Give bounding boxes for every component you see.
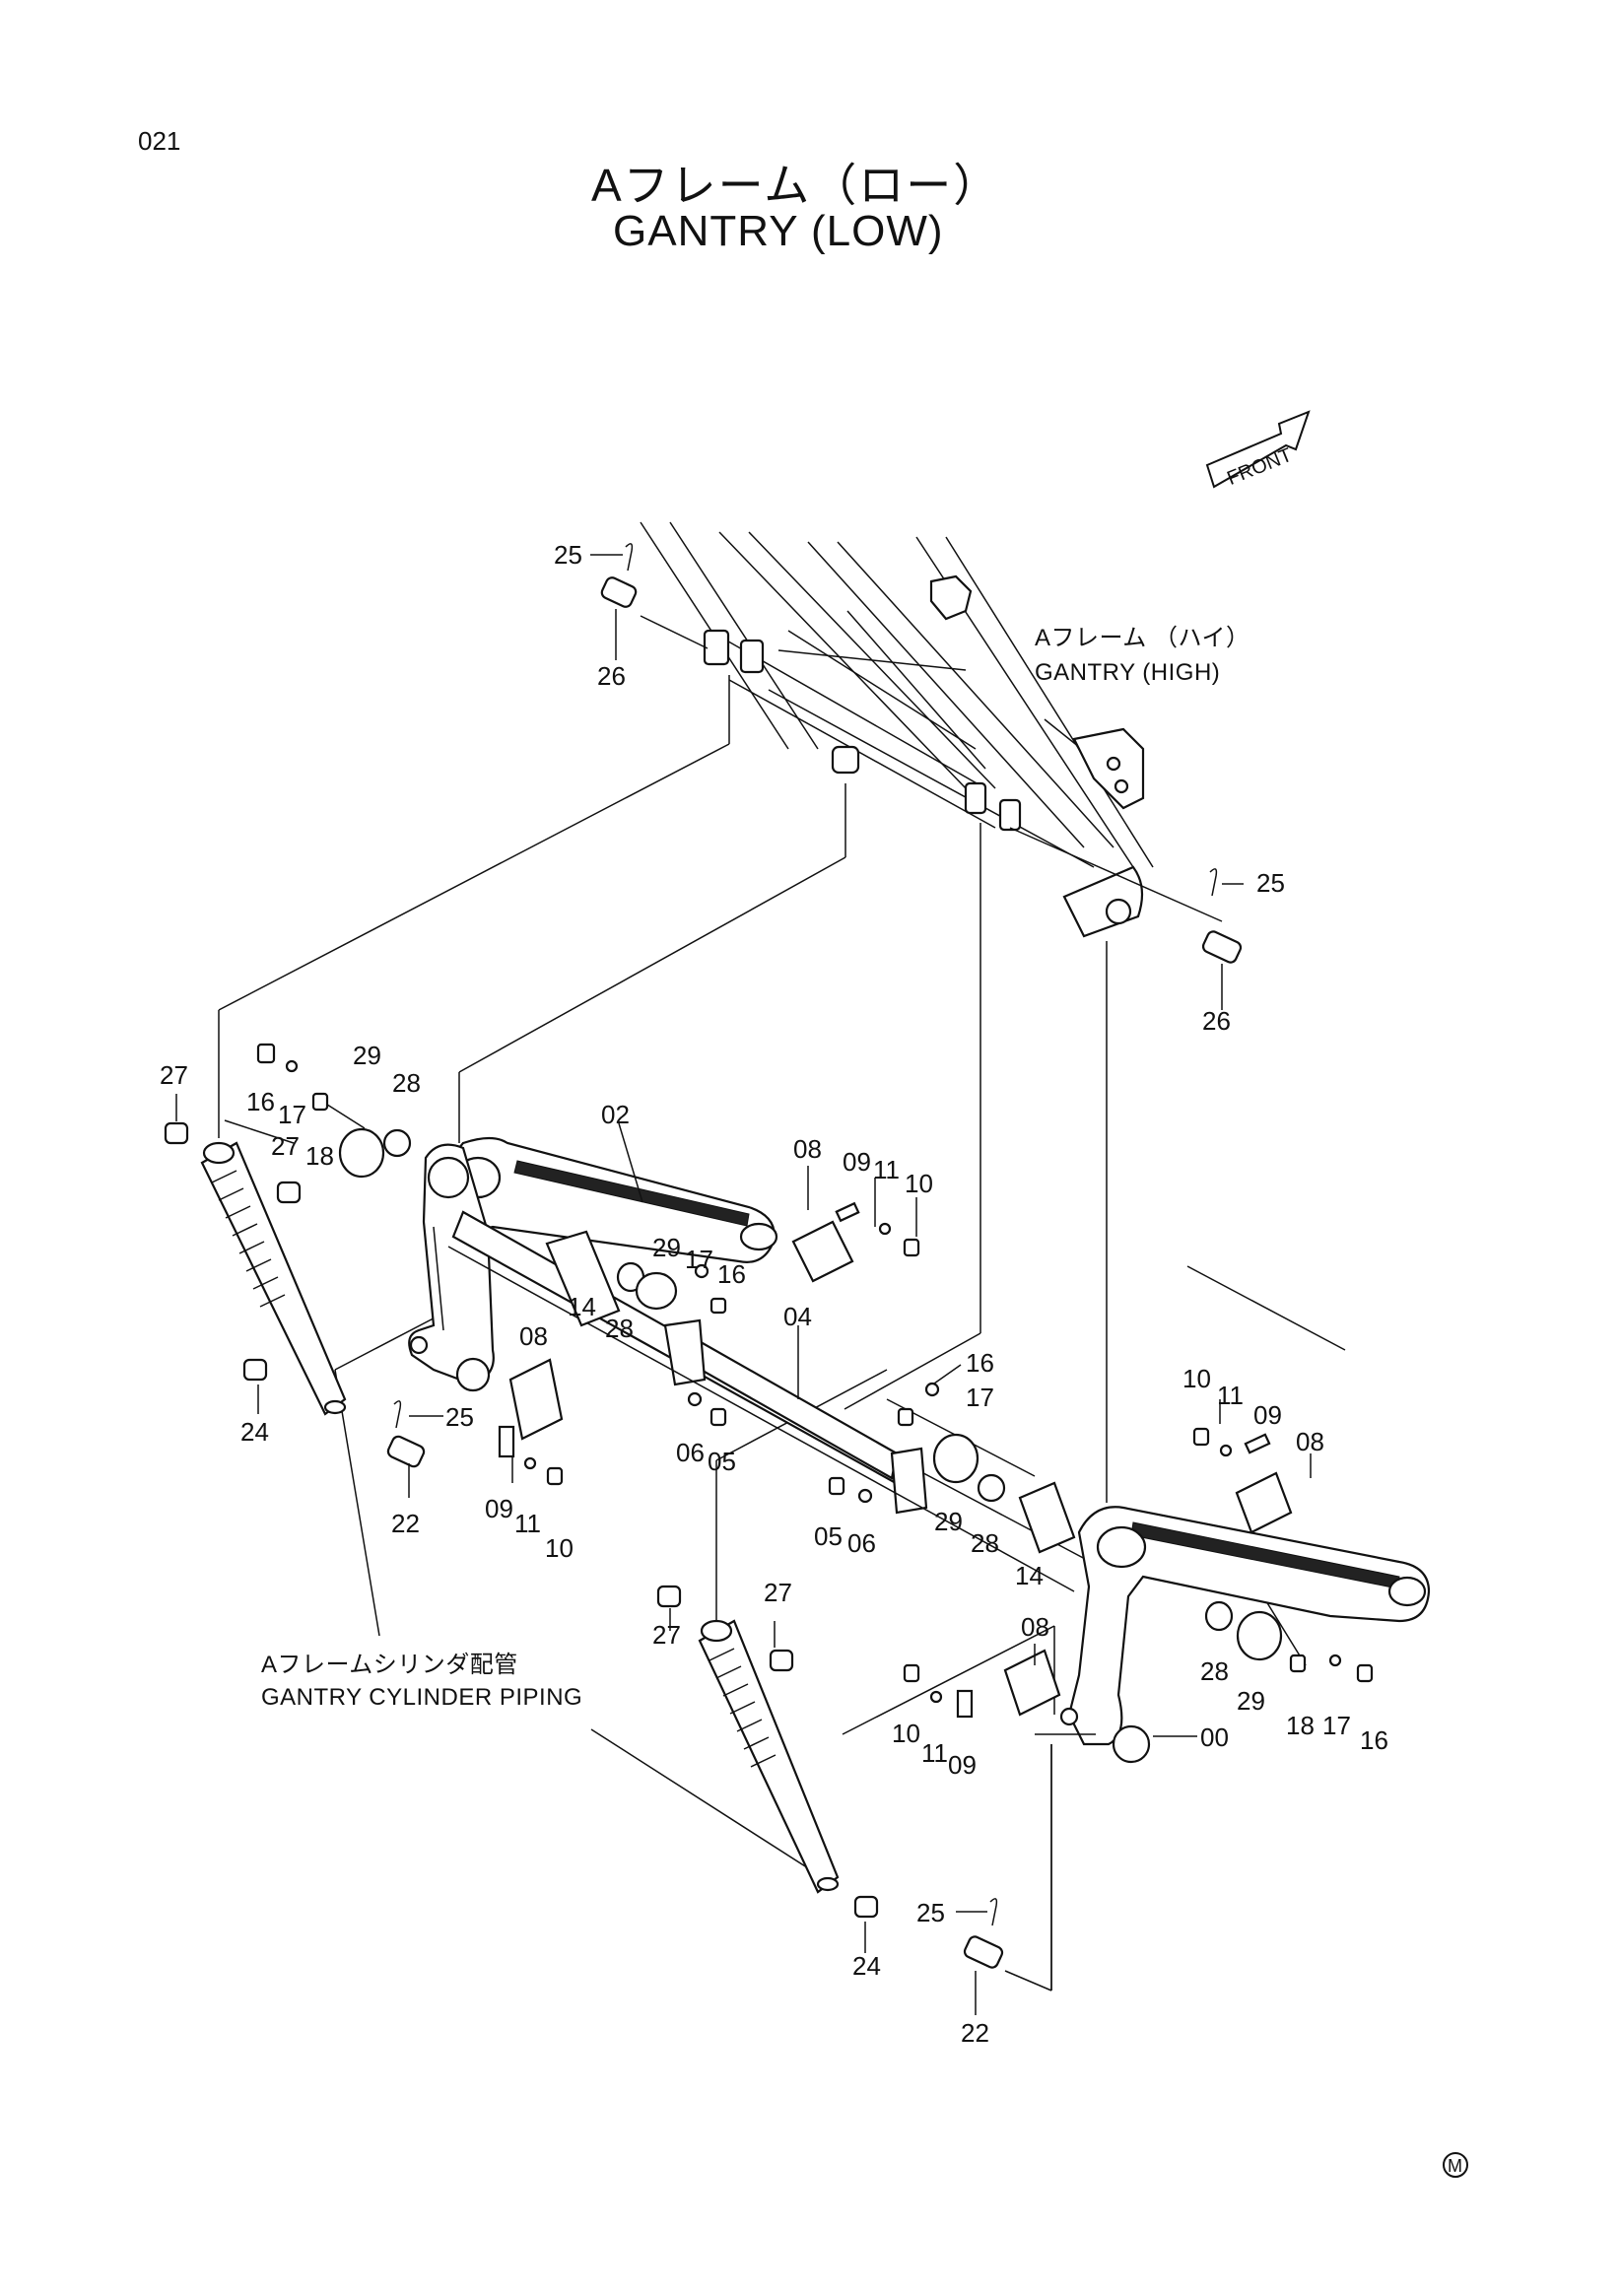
callout-26-top-left: 26 — [597, 661, 626, 691]
diagram-notes: Aフレーム （ハイ） GANTRY (HIGH) Aフレームシリンダ配管 GAN… — [261, 625, 1250, 1711]
callout-17-left: 17 — [278, 1100, 306, 1129]
callout-06-b: 06 — [847, 1528, 876, 1558]
front-label: FRONT — [1224, 444, 1295, 490]
callout-25-lower: 25 — [916, 1898, 945, 1927]
callout-27-lower-left: 27 — [652, 1620, 681, 1650]
callout-05-a: 05 — [708, 1447, 736, 1476]
callout-28-right: 28 — [971, 1528, 999, 1558]
callout-29-right-arm: 29 — [1237, 1686, 1265, 1716]
right-frame-00 — [1059, 1506, 1431, 1764]
callout-08-lower-left: 08 — [519, 1321, 548, 1351]
callout-16-left: 16 — [246, 1087, 275, 1116]
callout-10-lower: 10 — [892, 1719, 920, 1748]
note-gantry-high-jp: Aフレーム （ハイ） — [1035, 625, 1250, 651]
small-parts — [164, 543, 1374, 2015]
callout-18-left: 18 — [305, 1141, 334, 1171]
note-cylinder-piping: GANTRY CYLINDER PIPING — [261, 1684, 582, 1711]
page-number: 021 — [138, 126, 181, 156]
page-title-japanese: Aフレーム（ロー） — [591, 160, 1001, 211]
callout-27-left-b: 27 — [271, 1131, 300, 1161]
callout-18-right: 18 — [1286, 1711, 1315, 1740]
callout-17-mid: 17 — [685, 1245, 713, 1274]
arm-02 — [441, 1136, 778, 1263]
callout-26-top-right: 26 — [1202, 1006, 1231, 1036]
callout-09-right: 09 — [1253, 1400, 1282, 1430]
note-gantry-high: GANTRY (HIGH) — [1035, 659, 1220, 686]
callout-04: 04 — [783, 1302, 812, 1331]
callout-10-right: 10 — [1182, 1364, 1211, 1393]
page-title: GANTRY (LOW) — [613, 207, 944, 255]
callout-09-lower: 09 — [948, 1750, 977, 1780]
callout-11-left: 11 — [514, 1509, 541, 1538]
callout-08-lower-right: 08 — [1021, 1612, 1049, 1642]
callout-11-right: 11 — [1217, 1381, 1244, 1410]
callout-24-lower: 24 — [852, 1951, 881, 1981]
callout-16-mid: 16 — [717, 1259, 746, 1289]
callout-24-left: 24 — [240, 1417, 269, 1447]
callout-25-top-right: 25 — [1256, 868, 1285, 898]
callout-11-lower: 11 — [921, 1738, 948, 1768]
callout-08-upper: 08 — [793, 1134, 822, 1164]
m-mark: M — [1448, 2156, 1462, 2176]
callout-27-left: 27 — [160, 1060, 188, 1090]
callout-29-left: 29 — [353, 1041, 381, 1070]
callout-09-left: 09 — [485, 1494, 513, 1523]
callout-11-upper: 11 — [873, 1155, 900, 1184]
callout-28-mid: 28 — [605, 1314, 634, 1343]
callout-22-left: 22 — [391, 1509, 420, 1538]
callout-06-a: 06 — [676, 1438, 705, 1467]
front-arrow-icon: FRONT — [1205, 410, 1311, 490]
left-frame-plate — [408, 1143, 495, 1392]
callout-02: 02 — [601, 1100, 630, 1129]
callout-22-lower: 22 — [961, 2018, 989, 2048]
callout-29-right: 29 — [934, 1507, 963, 1536]
gantry-high-frame — [640, 521, 1154, 938]
callout-25-top-left: 25 — [554, 540, 582, 570]
callout-05-b: 05 — [814, 1521, 843, 1551]
callout-28-left: 28 — [392, 1068, 421, 1098]
callout-10-left: 10 — [545, 1533, 574, 1563]
callout-28-right-arm: 28 — [1200, 1656, 1229, 1686]
callout-14-left: 14 — [568, 1292, 596, 1321]
callout-17-right-arm: 17 — [1322, 1711, 1351, 1740]
m-mark-icon: M — [1443, 2152, 1468, 2178]
callout-14-right: 14 — [1015, 1561, 1044, 1590]
callout-29-mid: 29 — [652, 1233, 681, 1262]
callout-10-upper: 10 — [905, 1169, 933, 1198]
callout-09-upper: 09 — [843, 1147, 871, 1177]
callout-00: 00 — [1200, 1722, 1229, 1752]
callout-27-lower-right: 27 — [764, 1578, 792, 1607]
callout-17-right: 17 — [966, 1383, 994, 1412]
callout-16-right-arm: 16 — [1360, 1725, 1388, 1755]
callout-16-right: 16 — [966, 1348, 994, 1378]
callout-numbers: 25 26 25 26 27 16 17 18 29 28 27 02 08 0… — [160, 540, 1388, 2048]
note-cylinder-piping-jp: Aフレームシリンダ配管 — [261, 1652, 518, 1678]
lower-gantry-cylinder — [698, 1619, 840, 1894]
callout-25-left: 25 — [445, 1402, 474, 1432]
callout-08-right: 08 — [1296, 1427, 1324, 1456]
left-gantry-cylinder — [200, 1141, 347, 1416]
